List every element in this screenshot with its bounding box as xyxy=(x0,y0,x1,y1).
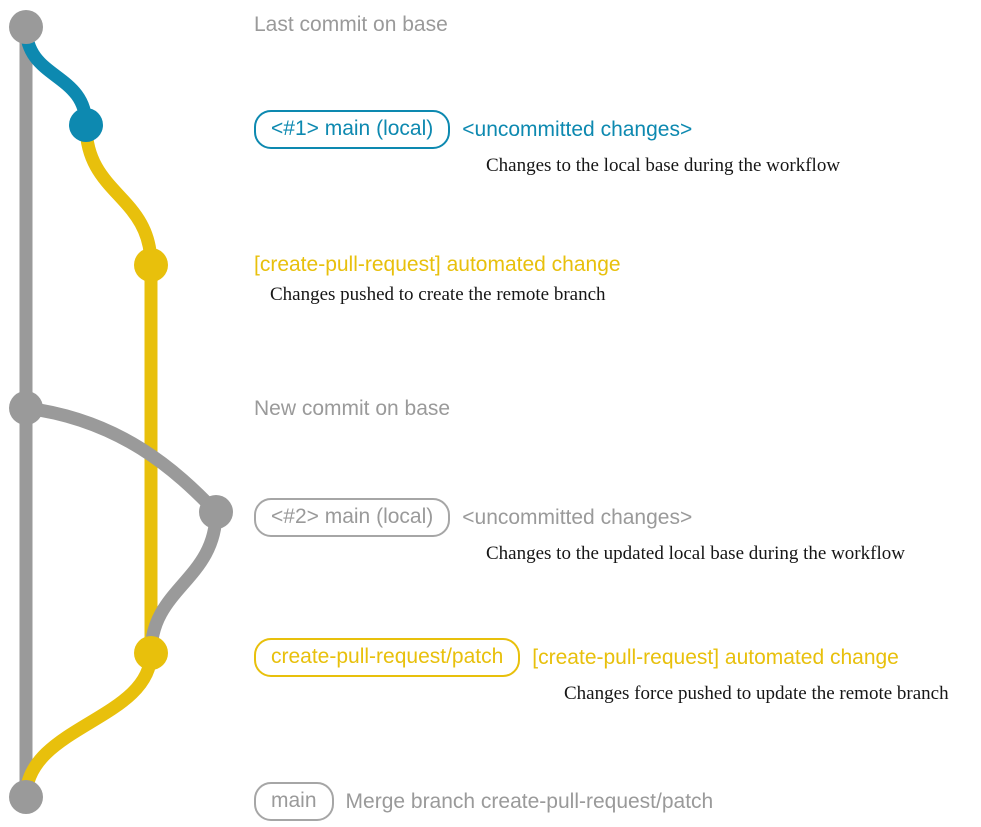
commit-row-head: <#2> main (local) <uncommitted changes> xyxy=(254,498,905,537)
commit-note: Changes pushed to create the remote bran… xyxy=(270,284,606,305)
commit-row-head: New commit on base xyxy=(254,396,450,422)
commit-note: Changes to the local base during the wor… xyxy=(486,155,841,176)
commit-subject: <uncommitted changes> xyxy=(462,117,693,141)
commit-row-head: Last commit on base xyxy=(254,12,448,38)
commit-subject: Merge branch create-pull-request/patch xyxy=(345,789,714,813)
commit-row-automated-change-1: [create-pull-request] automated change C… xyxy=(254,252,621,306)
commit-note: Changes to the updated local base during… xyxy=(486,543,905,564)
ref-chip-main[interactable]: main xyxy=(254,782,334,821)
commit-subject: [create-pull-request] automated change xyxy=(532,645,899,669)
commit-subject: [create-pull-request] automated change xyxy=(254,253,621,276)
commit-note: Changes force pushed to update the remot… xyxy=(564,683,949,704)
commit-row-head: <#1> main (local) <uncommitted changes> xyxy=(254,110,840,149)
commit-subject: Last commit on base xyxy=(254,13,448,36)
ref-chip-main-local-2[interactable]: <#2> main (local) xyxy=(254,498,451,537)
ref-chip-create-pull-request-patch[interactable]: create-pull-request/patch xyxy=(254,638,521,677)
commit-row-local-2: <#2> main (local) <uncommitted changes> … xyxy=(254,498,905,565)
commit-row-merge-commit: main Merge branch create-pull-request/pa… xyxy=(254,782,713,821)
commit-row-head: create-pull-request/patch [create-pull-r… xyxy=(254,638,949,677)
commit-row-local-1: <#1> main (local) <uncommitted changes> … xyxy=(254,110,840,177)
commit-row-last-commit-on-base: Last commit on base xyxy=(254,12,448,38)
ref-chip-main-local-1[interactable]: <#1> main (local) xyxy=(254,110,451,149)
commit-subject: <uncommitted changes> xyxy=(462,505,693,529)
commit-subject: New commit on base xyxy=(254,397,451,420)
commit-row-head: [create-pull-request] automated change xyxy=(254,252,621,278)
commit-row-new-commit-on-base: New commit on base xyxy=(254,396,450,422)
commit-row-head: main Merge branch create-pull-request/pa… xyxy=(254,782,713,821)
commit-row-automated-change-2: create-pull-request/patch [create-pull-r… xyxy=(254,638,949,705)
